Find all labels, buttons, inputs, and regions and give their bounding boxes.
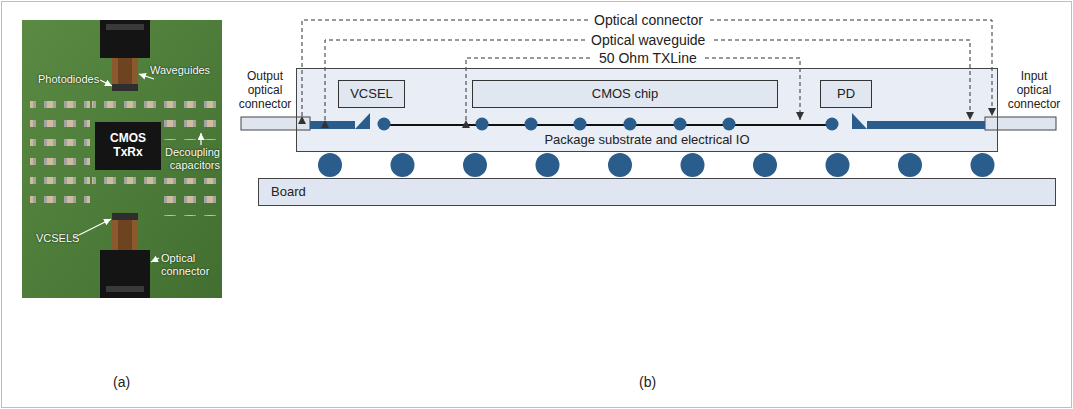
pcb [22, 20, 222, 298]
vcsel-photo [112, 213, 138, 220]
input-connector [985, 117, 1056, 130]
panel-label: (a) [113, 374, 130, 390]
micro-bumps [378, 118, 839, 131]
waveguide-photo [112, 220, 138, 250]
substrate-fill [296, 68, 998, 152]
node-text: PD [837, 87, 855, 102]
capacitor-array [92, 95, 164, 114]
board-photo [22, 20, 222, 298]
capacitor-array [164, 95, 216, 140]
photo-label: VCSELS [36, 232, 79, 245]
node-text: CMOS chip [592, 87, 658, 102]
connector-label: Input optical connector [1004, 70, 1064, 111]
waveguide-core [118, 220, 132, 250]
capacitor-array [92, 176, 164, 195]
connector-detail [106, 24, 144, 30]
dimension-leaders [302, 20, 992, 120]
photodiode-photo [112, 84, 138, 91]
transmission-line [384, 124, 832, 126]
output-connector [241, 117, 310, 130]
waveguide [867, 121, 985, 129]
photo-label: Optical connector [161, 252, 217, 277]
node-text: CMOS TxRx [103, 132, 153, 160]
panel-label: (b) [639, 374, 656, 390]
node-text: Package substrate and electrical IO [544, 133, 749, 148]
waveguide-core [118, 58, 132, 84]
waveguide [310, 121, 355, 129]
connector-detail [106, 286, 144, 292]
optical-connector-photo [100, 250, 150, 298]
connector-label: Output optical connector [235, 70, 295, 111]
vcsel-box: VCSEL [338, 80, 405, 108]
capacitor-array [164, 178, 216, 216]
photo-label: Photodiodes [38, 73, 99, 86]
leader-line [151, 258, 159, 262]
node-text: VCSEL [350, 87, 393, 102]
solder-balls [318, 153, 995, 177]
optical-connector-photo [100, 20, 150, 58]
board-box: Board [258, 178, 1056, 206]
mirror [355, 113, 370, 129]
leader-line [100, 80, 112, 86]
photodiode-box: PD [820, 80, 872, 108]
substrate-box: Package substrate and electrical IO VCSEL… [296, 68, 998, 152]
photo-label: Decoupling capacitors [160, 146, 220, 171]
leader-line [200, 133, 201, 145]
mirror [852, 113, 867, 129]
chip-photo-box: CMOS TxRx [95, 122, 161, 170]
waveguide-photo [112, 58, 138, 84]
package-cross-section [241, 20, 1056, 177]
cmos-chip-box: CMOS chip [472, 80, 778, 108]
dimension-label: 50 Ohm TXLine [593, 50, 703, 66]
dimension-label: Optical connector [588, 12, 709, 28]
capacitor-array [30, 95, 90, 215]
node-text: Board [271, 185, 306, 200]
dimension-label: Optical waveguide [585, 32, 711, 48]
photo-label: Waveguides [150, 64, 210, 77]
